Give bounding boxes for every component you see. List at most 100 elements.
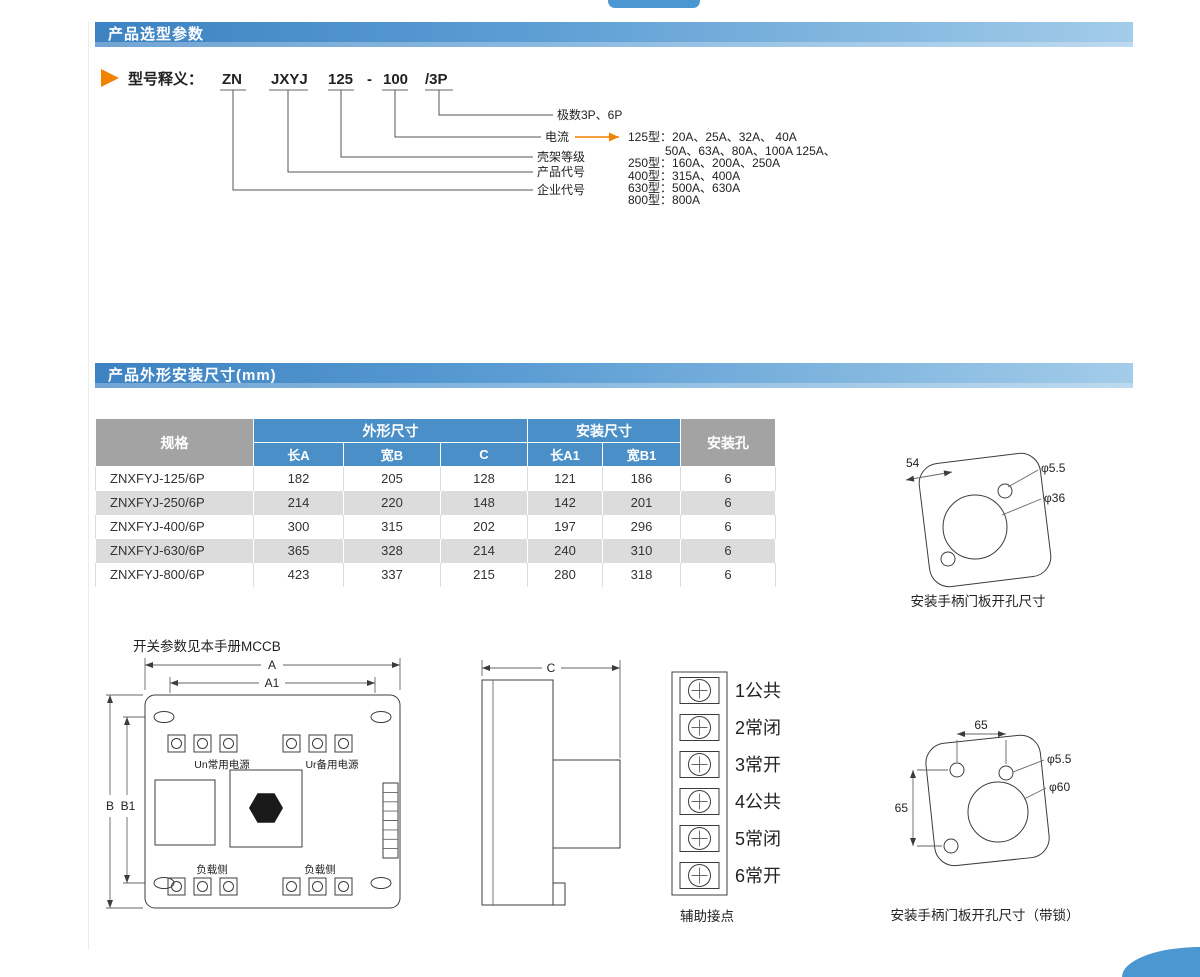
model-part-frame: 125 <box>328 71 353 88</box>
spec-cell: ZNXFYJ-125/6P <box>95 466 254 491</box>
terminal-cells <box>679 677 720 889</box>
callout-company-code: 企业代号 <box>537 182 585 197</box>
rating-line-250: 250型：160A、200A、250A <box>628 156 780 170</box>
panel-plate-outline <box>918 452 1052 588</box>
bottom-terminal-row <box>167 877 353 896</box>
side-bottom-step <box>552 882 566 906</box>
value-cell: 6 <box>680 514 776 539</box>
connector-poles <box>438 90 553 116</box>
dim-a1-label: A1 <box>265 676 280 690</box>
ur-power-label: Ur备用电源 <box>305 758 359 771</box>
orange-bullet-arrow-icon <box>101 69 119 87</box>
phi36-label: φ36 <box>1044 491 1065 505</box>
handle-hole-circle <box>967 781 1029 843</box>
value-cell: 205 <box>343 466 441 491</box>
dim-b1-label: B1 <box>121 799 136 813</box>
load-side-label-left: 负载侧 <box>196 863 228 876</box>
page-margin-line <box>88 22 89 950</box>
model-designation-diagram: 型号释义： ZN JXYJ 125 - 100 /3P 极数3P、6P 电流 壳… <box>101 69 836 207</box>
screw-hole-bottom <box>940 551 956 567</box>
table-row: ZNXFYJ-125/6P 182 205 128 121 186 6 <box>95 466 776 491</box>
value-cell: 148 <box>440 490 528 515</box>
table-header-row-2: 长A 宽B C 长A1 宽B1 <box>96 442 776 467</box>
rating-line-630: 630型：500A、630A <box>628 181 740 195</box>
value-cell: 201 <box>602 490 681 515</box>
table-row: ZNXFYJ-400/6P 300 315 202 197 296 6 <box>95 514 776 539</box>
dim-a-label: A <box>268 658 276 672</box>
table-row: ZNXFYJ-250/6P 214 220 148 142 201 6 <box>95 490 776 515</box>
phi60-label: φ60 <box>1049 780 1070 794</box>
section-header-selection: 产品选型参数 <box>95 22 1133 47</box>
un-power-label: Un常用电源 <box>194 758 250 771</box>
value-cell: 182 <box>253 466 344 491</box>
value-cell: 280 <box>527 562 603 587</box>
table-header-row-1: 规格 外形尺寸 安装尺寸 安装孔 <box>95 418 776 467</box>
section-header-dimensions: 产品外形安装尺寸(mm) <box>95 363 1133 388</box>
leader-phi36 <box>1001 498 1042 516</box>
mechanism-square <box>229 769 303 848</box>
terminal-label-3: 3常开 <box>735 755 781 775</box>
value-cell: 296 <box>602 514 681 539</box>
col-header-len-a: 长A <box>253 442 344 467</box>
mccb-note: 开关参数见本手册MCCB <box>133 638 281 654</box>
col-header-width-b1: 宽B1 <box>602 442 681 467</box>
value-cell: 300 <box>253 514 344 539</box>
top-decorative-tab <box>608 0 700 8</box>
screw-hole-top-left <box>949 762 965 778</box>
aux-contact-drawing: 1公共 2常闭 3常开 4公共 5常闭 6常开 辅助接点 <box>671 671 781 924</box>
value-cell: 318 <box>602 562 681 587</box>
value-cell: 337 <box>343 562 441 587</box>
dim-65v-label: 65 <box>895 801 909 815</box>
value-cell: 310 <box>602 538 681 563</box>
col-header-holes: 安装孔 <box>680 418 776 467</box>
value-cell: 423 <box>253 562 344 587</box>
value-cell: 128 <box>440 466 528 491</box>
col-header-len-a1: 长A1 <box>527 442 603 467</box>
rating-line-400: 400型：315A、400A <box>628 169 740 183</box>
value-cell: 215 <box>440 562 528 587</box>
connector-current <box>394 90 541 138</box>
terminal-block-outline <box>671 671 728 896</box>
col-header-install: 安装尺寸 <box>527 418 681 443</box>
front-view-drawing: 开关参数见本手册MCCB A A1 B B1 <box>106 638 401 909</box>
corner-decorative-shape <box>1122 947 1200 977</box>
col-header-spec: 规格 <box>95 418 254 467</box>
phi55-label: φ5.5 <box>1041 461 1066 475</box>
rating-line-125b: 50A、63A、80A、100A 125A、 <box>665 144 836 158</box>
callout-product-code: 产品代号 <box>537 165 585 179</box>
col-header-width-b: 宽B <box>343 442 441 467</box>
spec-cell: ZNXFYJ-250/6P <box>95 490 254 515</box>
value-cell: 315 <box>343 514 441 539</box>
model-part-company: ZN <box>222 71 242 88</box>
callout-current: 电流 <box>545 130 569 144</box>
rating-line-125: 125型：20A、25A、32A、 40A <box>628 130 797 144</box>
value-cell: 365 <box>253 538 344 563</box>
col-header-outline: 外形尺寸 <box>253 418 528 443</box>
dim-b-extensions <box>106 694 147 909</box>
model-part-product: JXYJ <box>271 71 308 88</box>
terminal-label-5: 5常闭 <box>735 829 781 849</box>
value-cell: 214 <box>440 538 528 563</box>
rating-line-800: 800型：800A <box>628 193 700 207</box>
terminal-label-6: 6常开 <box>735 866 781 886</box>
value-cell: 6 <box>680 538 776 563</box>
panel-plate-outline <box>925 734 1050 867</box>
panel-cutout-lock-caption: 安装手柄门板开孔尺寸（带锁） <box>891 908 1080 923</box>
hex-shaft-icon <box>249 793 283 823</box>
handle-hole-circle <box>942 494 1008 560</box>
dim-65h-extensions <box>956 740 1007 764</box>
value-cell: 142 <box>527 490 603 515</box>
dim-65v-extensions <box>917 769 948 847</box>
terminal-label-1: 1公共 <box>735 681 781 701</box>
value-cell: 6 <box>680 466 776 491</box>
terminal-label-2: 2常闭 <box>735 718 781 738</box>
connector-company-code <box>232 90 533 191</box>
table-row: ZNXFYJ-800/6P 423 337 215 280 318 6 <box>95 562 776 587</box>
value-cell: 220 <box>343 490 441 515</box>
dimension-table: 规格 外形尺寸 安装尺寸 安装孔 长A 宽B C 长A1 宽B1 ZNXFYJ-… <box>95 418 776 587</box>
leader-phi55 <box>1012 759 1045 773</box>
dim-65h-label: 65 <box>974 718 988 732</box>
model-part-current: 100 <box>383 71 408 88</box>
value-cell: 240 <box>527 538 603 563</box>
model-legend-label: 型号释义： <box>128 70 203 88</box>
